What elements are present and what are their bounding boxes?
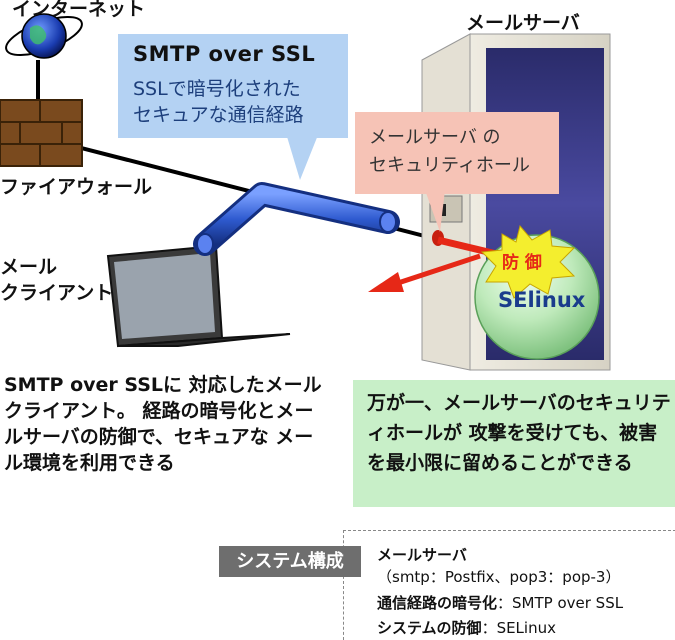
selinux-label: SElinux — [498, 288, 586, 312]
sys-protection-line: システムの防御：SELinux — [377, 617, 556, 638]
firewall-icon — [0, 99, 83, 167]
system-config-badge: システム構成 — [219, 546, 361, 577]
mail-client-label-line2: クライアント — [0, 282, 114, 304]
smtp-callout-desc: SSLで暗号化された セキュアな通信経路 — [133, 76, 304, 128]
smtp-callout-desc-line1: SSLで暗号化された — [133, 78, 301, 100]
mail-client-label-line1: メール — [0, 256, 58, 278]
internet-label: インターネット — [12, 0, 146, 20]
system-config-box — [343, 530, 675, 640]
mitigation-callout: 万が一、メールサーバのセキュリティホールが 攻撃を受けても、被害を最小限に留める… — [353, 380, 675, 507]
mitigation-text: 万が一、メールサーバのセキュリティホールが 攻撃を受けても、被害を最小限に留める… — [367, 392, 671, 474]
hole-callout-line1: メールサーバ の — [369, 127, 501, 148]
security-hole-callout: メールサーバ の セキュリティホール — [355, 112, 559, 194]
mail-server-label: メールサーバ — [466, 12, 580, 34]
sys-server-line: メールサーバ — [377, 544, 467, 565]
sys-server-label: メールサーバ — [377, 546, 467, 564]
hole-callout-text: メールサーバ の セキュリティホール — [369, 124, 530, 180]
defense-label: 防 御 — [502, 253, 542, 273]
hole-callout-pointer — [425, 190, 445, 232]
globe-icon — [5, 13, 83, 59]
smtp-callout-pointer — [285, 130, 320, 180]
smtp-callout-title: SMTP over SSL — [133, 42, 316, 66]
defense-star-icon — [480, 224, 576, 299]
sys-protection-value: ：SELinux — [481, 619, 556, 637]
hole-callout-line2: セキュリティホール — [369, 155, 530, 176]
smtp-callout-desc-line2: セキュアな通信経路 — [133, 104, 304, 126]
firewall-label: ファイアウォール — [0, 176, 153, 198]
sys-encryption-line: 通信経路の暗号化：SMTP over SSL — [377, 592, 623, 613]
sys-protection-label: システムの防御 — [377, 619, 482, 637]
smtp-ssl-callout: SMTP over SSL SSLで暗号化された セキュアな通信経路 — [118, 34, 348, 138]
sys-encryption-label: 通信経路の暗号化 — [377, 594, 498, 612]
sys-server-detail: （smtp：Postfix、pop3：pop-3） — [377, 568, 621, 586]
ssl-tunnel-icon — [193, 182, 400, 256]
client-description: SMTP over SSLに 対応したメールクライアント。 経路の暗号化とメール… — [4, 374, 322, 474]
laptop-icon — [106, 244, 291, 348]
sys-encryption-value: ：SMTP over SSL — [497, 594, 624, 612]
